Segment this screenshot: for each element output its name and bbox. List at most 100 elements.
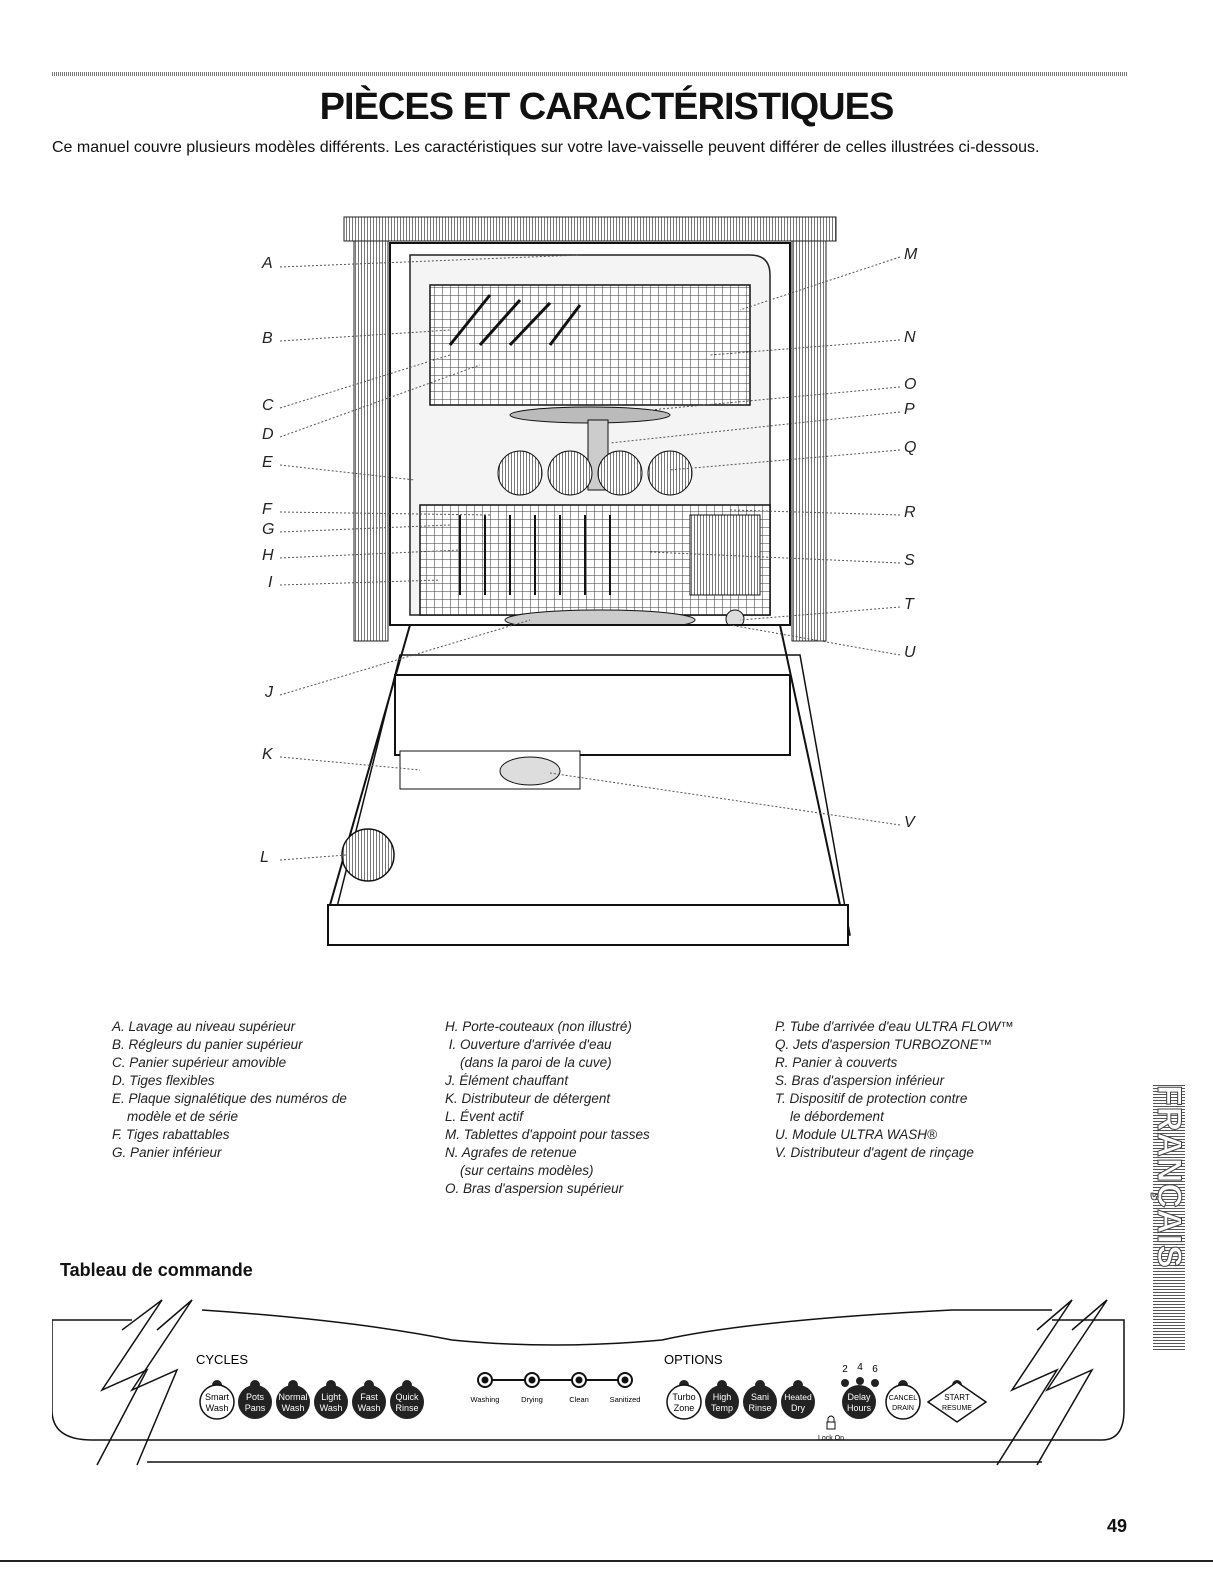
status-lights: Washing Drying Clean Sanitized bbox=[471, 1372, 641, 1404]
legend-item: M. Tablettes d'appoint pour tasses bbox=[445, 1127, 650, 1142]
status-clean: Clean bbox=[569, 1395, 589, 1404]
svg-text:Hours: Hours bbox=[847, 1403, 872, 1413]
legend-item: T. Dispositif de protection contre bbox=[775, 1091, 968, 1106]
svg-text:Delay: Delay bbox=[847, 1392, 871, 1402]
label-f: F bbox=[262, 501, 272, 518]
legend-item: F. Tiges rabattables bbox=[112, 1127, 230, 1142]
svg-text:High: High bbox=[713, 1392, 732, 1402]
legend-col-1: A. Lavage au niveau supérieur B. Régleur… bbox=[112, 1018, 347, 1162]
cycle-light-wash-button[interactable]: Light Wash bbox=[314, 1380, 348, 1419]
status-washing: Washing bbox=[471, 1395, 500, 1404]
svg-text:CANCEL: CANCEL bbox=[889, 1395, 918, 1402]
label-r: R bbox=[904, 504, 916, 521]
cycles-label: CYCLES bbox=[196, 1352, 248, 1367]
top-rule bbox=[52, 72, 1128, 76]
cycle-pots-pans-button[interactable]: Pots Pans bbox=[238, 1380, 272, 1419]
label-k: K bbox=[262, 746, 273, 763]
legend-item: E. Plaque signalétique des numéros de bbox=[112, 1091, 347, 1106]
bottom-rule bbox=[0, 1560, 1213, 1562]
status-drying: Drying bbox=[521, 1395, 543, 1404]
option-high-temp-button[interactable]: High Temp bbox=[705, 1380, 739, 1419]
start-resume-button[interactable]: START RESUME bbox=[926, 1380, 988, 1423]
svg-text:Pots: Pots bbox=[246, 1392, 265, 1402]
status-sanitized: Sanitized bbox=[610, 1395, 641, 1404]
svg-text:Wash: Wash bbox=[320, 1403, 343, 1413]
label-a: A bbox=[262, 255, 273, 272]
legend-item: (sur certains modèles) bbox=[445, 1163, 594, 1178]
svg-text:Temp: Temp bbox=[711, 1403, 733, 1413]
svg-text:RESUME: RESUME bbox=[942, 1405, 972, 1412]
label-c: C bbox=[262, 397, 274, 414]
label-p: P bbox=[904, 401, 915, 418]
legend-item: R. Panier à couverts bbox=[775, 1055, 898, 1070]
svg-text:6: 6 bbox=[872, 1364, 878, 1375]
svg-text:Quick: Quick bbox=[395, 1392, 419, 1402]
svg-text:Heated: Heated bbox=[784, 1392, 812, 1402]
options-label: OPTIONS bbox=[664, 1352, 723, 1367]
svg-text:Lock On: Lock On bbox=[818, 1435, 844, 1442]
option-heated-dry-button[interactable]: Heated Dry bbox=[781, 1380, 815, 1419]
svg-text:DRAIN: DRAIN bbox=[892, 1405, 914, 1412]
dishwasher-diagram bbox=[279, 216, 901, 946]
label-g: G bbox=[262, 521, 275, 538]
svg-text:2: 2 bbox=[842, 1364, 848, 1375]
svg-text:Rinse: Rinse bbox=[748, 1403, 771, 1413]
svg-text:START: START bbox=[944, 1393, 970, 1402]
label-b: B bbox=[262, 330, 273, 347]
label-m: M bbox=[904, 246, 918, 263]
svg-text:Light: Light bbox=[321, 1392, 341, 1402]
label-l: L bbox=[260, 849, 269, 866]
svg-text:Rinse: Rinse bbox=[395, 1403, 418, 1413]
svg-text:Dry: Dry bbox=[791, 1403, 805, 1413]
svg-text:Pans: Pans bbox=[245, 1403, 266, 1413]
cycle-normal-wash-button[interactable]: Normal Wash bbox=[276, 1380, 310, 1419]
legend-item: le débordement bbox=[775, 1109, 884, 1124]
label-d: D bbox=[262, 426, 274, 443]
option-sani-rinse-button[interactable]: Sani Rinse bbox=[743, 1380, 777, 1419]
legend-item: (dans la paroi de la cuve) bbox=[445, 1055, 612, 1070]
label-e: E bbox=[262, 454, 273, 471]
label-i: I bbox=[268, 574, 273, 591]
cycle-quick-rinse-button[interactable]: Quick Rinse bbox=[390, 1380, 424, 1419]
svg-text:Normal: Normal bbox=[278, 1392, 307, 1402]
page-title: PIÈCES ET CARACTÉRISTIQUES bbox=[319, 86, 895, 128]
language-tab: FRANÇAIS bbox=[1150, 1085, 1189, 1350]
legend-item: J. Élément chauffant bbox=[445, 1073, 569, 1088]
cycle-smart-wash-button[interactable]: Smart Wash bbox=[199, 1380, 235, 1420]
legend-item: V. Distributeur d'agent de rinçage bbox=[775, 1145, 974, 1160]
label-v: V bbox=[904, 814, 915, 831]
legend-item: L. Évent actif bbox=[445, 1109, 524, 1124]
legend-item: G. Panier inférieur bbox=[112, 1145, 222, 1160]
svg-text:Smart: Smart bbox=[205, 1392, 230, 1402]
cycle-fast-wash-button[interactable]: Fast Wash bbox=[352, 1380, 386, 1419]
legend-item: U. Module ULTRA WASH® bbox=[775, 1127, 937, 1142]
legend-item: Q. Jets d'aspersion TURBOZONE™ bbox=[775, 1037, 993, 1052]
legend-col-2: H. Porte-couteaux (non illustré) I. Ouve… bbox=[445, 1018, 650, 1198]
svg-text:Sani: Sani bbox=[751, 1392, 769, 1402]
legend-item: A. Lavage au niveau supérieur bbox=[112, 1019, 296, 1034]
label-o: O bbox=[904, 376, 917, 393]
legend-item: B. Régleurs du panier supérieur bbox=[112, 1037, 303, 1052]
svg-text:4: 4 bbox=[857, 1362, 863, 1373]
control-panel: CYCLES OPTIONS Smart Wash Pots Pans Norm… bbox=[52, 1299, 1125, 1466]
language-tab-text: FRANÇAIS bbox=[1150, 1085, 1189, 1270]
svg-text:Fast: Fast bbox=[360, 1392, 378, 1402]
option-cancel-drain-button[interactable]: CANCEL DRAIN bbox=[885, 1380, 921, 1420]
option-turbo-zone-button[interactable]: Turbo Zone bbox=[666, 1380, 702, 1420]
legend-col-3: P. Tube d'arrivée d'eau ULTRA FLOW™ Q. J… bbox=[775, 1018, 1014, 1162]
legend-item: I. Ouverture d'arrivée d'eau bbox=[445, 1037, 612, 1052]
page-number: 49 bbox=[1106, 1516, 1127, 1536]
svg-text:Wash: Wash bbox=[206, 1403, 229, 1413]
svg-text:Turbo: Turbo bbox=[672, 1392, 695, 1402]
label-t: T bbox=[904, 596, 914, 613]
label-h: H bbox=[262, 547, 274, 564]
svg-text:Zone: Zone bbox=[674, 1403, 695, 1413]
legend-item: D. Tiges flexibles bbox=[112, 1073, 215, 1088]
legend-item: modèle et de série bbox=[112, 1109, 239, 1124]
svg-text:Wash: Wash bbox=[358, 1403, 381, 1413]
svg-text:Wash: Wash bbox=[282, 1403, 305, 1413]
legend-item: P. Tube d'arrivée d'eau ULTRA FLOW™ bbox=[775, 1019, 1014, 1034]
lock-on-indicator: Lock On bbox=[818, 1415, 844, 1442]
legend-item: O. Bras d'aspersion supérieur bbox=[445, 1181, 624, 1196]
option-delay-hours-button[interactable]: 2 4 6 Delay Hours bbox=[841, 1362, 879, 1419]
